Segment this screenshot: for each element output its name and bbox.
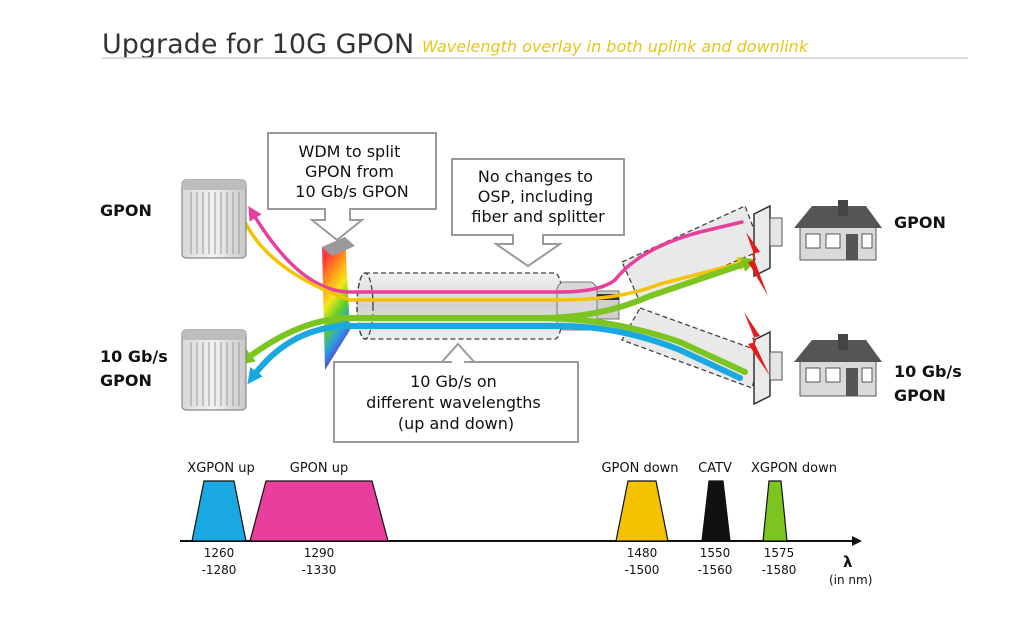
callout-wavelengths: 10 Gb/s on different wavelengths (up and… — [333, 342, 579, 443]
band-catv-range-start: 1550 — [700, 546, 731, 560]
svg-text:WDM to split GPON from: WDM to split GPON from 10 Gb/s GPON — [295, 142, 408, 201]
band-xgpon-down: XGPON down 1575 -1580 — [751, 461, 837, 577]
band-gpon-down-range-start: 1480 — [627, 546, 658, 560]
callout-wavelengths-line3: (up and down) — [398, 414, 514, 433]
drop-fiber-pipe-upper — [621, 205, 763, 303]
band-xgpon-up-label: XGPON up — [187, 461, 254, 476]
yellow-path — [243, 220, 752, 302]
house-icon — [794, 334, 882, 397]
page-subtitle: Wavelength overlay in both uplink and do… — [422, 37, 809, 56]
green-path-downlink — [347, 257, 758, 321]
band-gpon-up: GPON up 1290 -1330 — [249, 461, 389, 577]
callout-osp-line3: fiber and splitter — [471, 207, 605, 226]
band-catv-range-end: -1560 — [698, 563, 733, 577]
olt-gpon — [181, 179, 247, 259]
band-gpon-up-range-end: -1330 — [302, 563, 337, 577]
band-catv-label: CATV — [698, 461, 732, 476]
callout-wdm: WDM to split GPON from 10 Gb/s GPON — [267, 132, 437, 242]
olt-cabinet-icon — [181, 329, 247, 411]
pink-path — [248, 205, 744, 294]
callout-wavelengths-line2: different wavelengths — [366, 393, 541, 412]
right-10g-label-line2: GPON — [894, 386, 946, 405]
left-10g-label-line1: 10 Gb/s — [100, 347, 168, 366]
olt-cabinet-icon — [181, 179, 247, 259]
spectrum-axis-arrow — [852, 536, 862, 546]
light-paths — [238, 205, 758, 385]
band-gpon-up-range-start: 1290 — [304, 546, 335, 560]
spectrum-axis-symbol: λ — [843, 553, 853, 571]
feeder-pipe-end — [356, 272, 374, 340]
band-gpon-down-label: GPON down — [601, 461, 678, 476]
lightning-icon — [746, 232, 768, 296]
callout-osp-line1: No changes to — [478, 167, 593, 186]
band-catv-shape — [701, 480, 731, 542]
svg-text:No changes to OSP, inclu: No changes to OSP, including fiber and s… — [471, 167, 605, 226]
band-catv: CATV 1550 -1560 — [698, 461, 733, 577]
lightning-icon — [744, 312, 770, 376]
band-gpon-down: GPON down 1480 -1500 — [601, 461, 678, 577]
page-title: Upgrade for 10G GPON — [102, 29, 414, 60]
callout-osp: No changes to OSP, including fiber and s… — [451, 158, 625, 268]
callout-wdm-line3: 10 Gb/s GPON — [295, 182, 408, 201]
callout-osp-line2: OSP, including — [478, 187, 593, 206]
left-gpon-label: GPON — [100, 201, 152, 220]
band-xgpon-up-range-end: -1280 — [202, 563, 237, 577]
band-xgpon-up-range-start: 1260 — [204, 546, 235, 560]
subscriber-gpon — [746, 200, 882, 296]
callout-wavelengths-line1: 10 Gb/s on — [410, 372, 497, 391]
band-xgpon-down-range-start: 1575 — [764, 546, 795, 560]
svg-text:10 Gb/s on different wav: 10 Gb/s on different wavelengths (up and… — [366, 372, 546, 433]
left-10g-label-line2: GPON — [100, 371, 152, 390]
subscriber-10g-gpon — [744, 312, 882, 406]
blue-path — [247, 323, 743, 385]
band-xgpon-down-shape — [762, 480, 788, 542]
fiber-pipes — [356, 205, 763, 389]
house-icon — [794, 200, 882, 261]
olt-10g-gpon — [181, 329, 247, 411]
callout-wdm-line1: WDM to split — [299, 142, 401, 161]
right-10g-label-line1: 10 Gb/s — [894, 362, 962, 381]
band-gpon-down-shape — [615, 480, 669, 542]
band-gpon-up-shape — [249, 480, 389, 542]
band-gpon-down-range-end: -1500 — [625, 563, 660, 577]
band-xgpon-up: XGPON up 1260 -1280 — [187, 461, 254, 577]
band-xgpon-up-shape — [191, 480, 247, 542]
band-gpon-up-label: GPON up — [290, 461, 349, 476]
callout-wdm-line2: GPON from — [305, 162, 394, 181]
feeder-fiber-pipe — [356, 272, 564, 340]
right-gpon-label: GPON — [894, 213, 946, 232]
spectrum-axis-unit: (in nm) — [829, 573, 872, 587]
onu-icon — [753, 204, 783, 278]
wdm-prism — [322, 237, 355, 370]
wavelength-spectrum: λ (in nm) XGPON up 1260 -1280 GPON up 12… — [180, 461, 872, 587]
onu-icon — [753, 330, 783, 406]
band-xgpon-down-label: XGPON down — [751, 461, 837, 476]
band-xgpon-down-range-end: -1580 — [762, 563, 797, 577]
